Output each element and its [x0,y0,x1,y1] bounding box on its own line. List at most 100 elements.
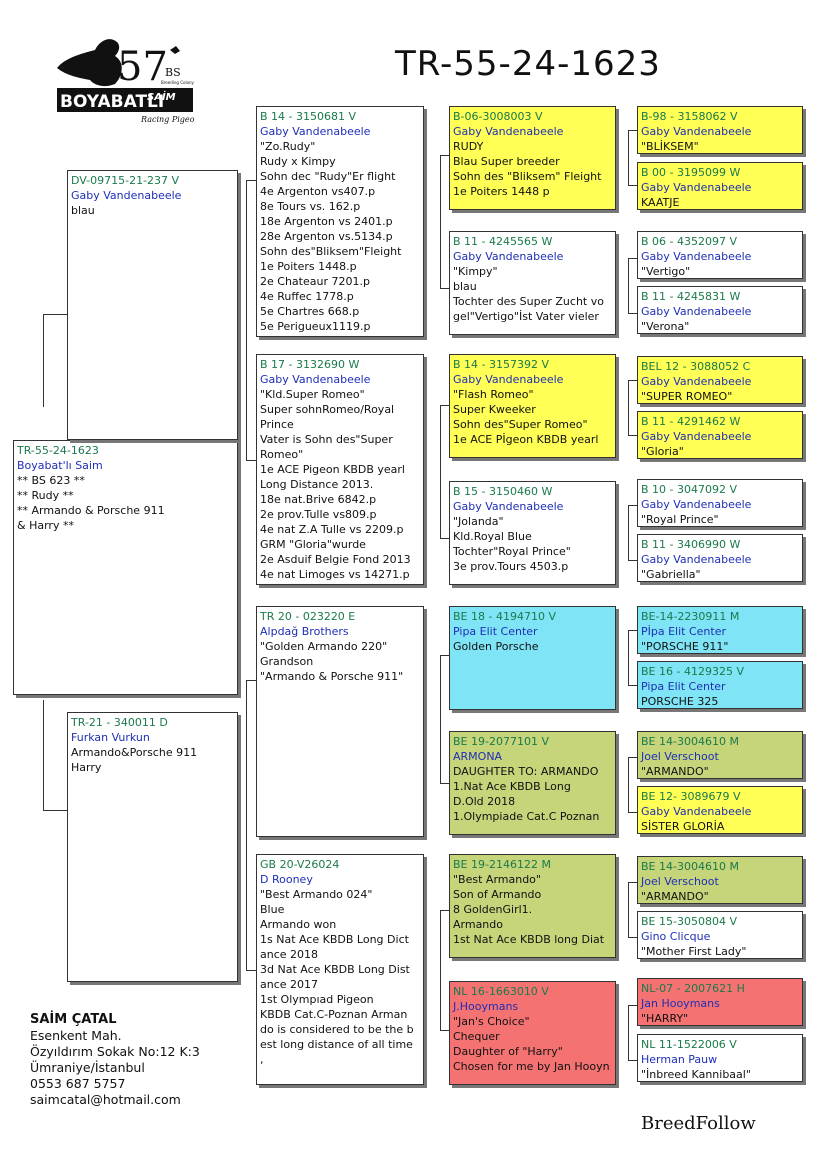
pigeon-card-g6[interactable]: B 11 - 4291462 W Gaby Vandenabeele "Glor… [637,411,803,459]
pigeon-card-ssd[interactable]: B 11 - 4245565 W Gaby Vandenabeele "Kimp… [449,231,616,335]
note-line: Chosen for me by Jan Hooyn [453,1060,610,1073]
pigeon-card-g1[interactable]: B-98 - 3158062 V Gaby Vandenabeele "BLİK… [637,106,803,154]
connector [440,655,441,783]
pigeon-card-g8[interactable]: B 11 - 3406990 W Gaby Vandenabeele "Gabr… [637,534,803,582]
logo-number: 57 [117,44,168,90]
note-line: Armando&Porsche 911 [71,746,198,759]
connector [246,180,258,181]
note-line: "SUPER ROMEO" [641,390,733,403]
note-line: 1e Poiters 1448.p [260,260,357,273]
connector [628,630,638,631]
note-line: Blau Super breeder [453,155,560,168]
page-title: TR-55-24-1623 [395,44,661,84]
note-line: PORSCHE 325 [641,695,719,708]
connector [440,1030,450,1031]
note-line: Chequer [453,1030,500,1043]
note-line: Sohn des"Bliksem"Fleight [260,245,402,258]
owner-name: ARMONA [453,750,503,763]
note-line: "Kimpy" [453,265,498,278]
owner-name: Gaby Vandenabeele [71,189,182,202]
connector [628,380,629,435]
connector [440,288,450,289]
pigeon-card-g10[interactable]: BE 16 - 4129325 V Pipa Elit Center PORSC… [637,661,803,709]
pigeon-card-g11[interactable]: BE 14-3004610 M Joel Verschoot "ARMANDO" [637,731,803,779]
ring-number: BE 15-3050804 V [641,915,737,928]
note-line: ** Rudy ** [17,489,74,502]
ring-number: B 11 - 4245565 W [453,235,553,248]
note-line: SİSTER GLORİA [641,820,725,833]
pigeon-card-g2[interactable]: B 00 - 3195099 W Gaby Vandenabeele KAATJ… [637,162,803,210]
note-line: 8e Tours vs. 162.p [260,200,361,213]
ring-number: BE 18 - 4194710 V [453,610,556,623]
ring-number: BE-14-2230911 M [641,610,740,623]
ring-number: BE 14-3004610 M [641,860,739,873]
connector [440,155,441,288]
connector [43,700,44,810]
ring-number: NL 11-1522006 V [641,1038,737,1051]
pigeon-card-g13[interactable]: BE 14-3004610 M Joel Verschoot "ARMANDO" [637,856,803,904]
owner-name: Gaby Vandenabeele [453,250,564,263]
note-line: "Gabriella" [641,568,701,581]
contact-line: Ümraniye/İstanbul [30,1060,145,1075]
note-line: "Mother First Lady" [641,945,747,958]
note-line: "Vertigo" [641,265,691,278]
note-line: Long Distance 2013. [260,478,374,491]
pigeon-card-dam[interactable]: TR-21 - 340011 D Furkan Vurkun Armando&P… [67,712,238,982]
pigeon-card-sss[interactable]: B-06-3008003 V Gaby Vandenabeele RUDY Bl… [449,106,616,210]
note-line: "İnbreed Kannibaal" [641,1068,751,1081]
pigeon-card-g3[interactable]: B 06 - 4352097 V Gaby Vandenabeele "Vert… [637,231,803,279]
connector [246,970,258,971]
note-line: 5e Perigueux1119.p [260,320,371,333]
contact-phone: 0553 687 5757 [30,1076,126,1091]
connector [628,130,629,185]
connector [246,680,258,681]
ring-number: B 14 - 3157392 V [453,358,550,371]
pigeon-card-ss[interactable]: B 14 - 3150681 V Gaby Vandenabeele "Zo.R… [256,106,424,337]
ring-number: B-98 - 3158062 V [641,110,738,123]
connector [246,460,258,461]
ring-number: BE 14-3004610 M [641,735,739,748]
ring-number: B 15 - 3150460 W [453,485,553,498]
connector [628,685,638,686]
connector [628,812,638,813]
connector [628,757,638,758]
pigeon-card-g9[interactable]: BE-14-2230911 M Pİpa Elit Center "PORSCH… [637,606,803,654]
note-line: 1e ACE Pigeon KBDB yearl [260,463,405,476]
pigeon-card-g12[interactable]: BE 12- 3089679 V Gaby Vandenabeele SİSTE… [637,786,803,834]
connector [628,505,638,506]
note-line: Romeo" [260,448,304,461]
pigeon-card-sdd[interactable]: B 15 - 3150460 W Gaby Vandenabeele "Jola… [449,481,616,585]
pigeon-card-ddd[interactable]: NL 16-1663010 V J.Hooymans "Jan's Choice… [449,981,616,1085]
connector [628,505,629,560]
note-line: , [260,1053,264,1066]
owner-name: Gaby Vandenabeele [641,553,752,566]
note-line: "Golden Armando 220" [260,640,388,653]
pigeon-card-sd[interactable]: B 17 - 3132690 W Gaby Vandenabeele "Kld.… [256,354,424,585]
owner-name: Gino Clicque [641,930,711,943]
pigeon-card-g15[interactable]: NL-07 - 2007621 H Jan Hooymans "HARRY" [637,978,803,1026]
note-line: 8 GoldenGirl1. [453,903,533,916]
ring-number: TR 20 - 023220 E [260,610,356,623]
pigeon-card-sds[interactable]: B 14 - 3157392 V Gaby Vandenabeele "Flas… [449,354,616,458]
pigeon-card-g5[interactable]: BEL 12 - 3088052 C Gaby Vandenabeele "SU… [637,356,803,404]
pigeon-card-dsd[interactable]: BE 19-2077101 V ARMONA DAUGHTER TO: ARMA… [449,731,616,835]
connector [628,313,638,314]
connector [628,882,638,883]
pigeon-card-g4[interactable]: B 11 - 4245831 W Gaby Vandenabeele "Vero… [637,286,803,334]
pigeon-card-sire[interactable]: DV-09715-21-237 V Gaby Vandenabeele blau [67,170,238,440]
connector [628,1005,629,1060]
ring-number: BE 19-2077101 V [453,735,549,748]
connector [628,185,638,186]
note-line: RUDY [453,140,484,153]
pigeon-card-dd[interactable]: GB 20-V26024 D Rooney "Best Armando 024"… [256,854,424,1085]
pigeon-card-g7[interactable]: B 10 - 3047092 V Gaby Vandenabeele "Roya… [637,479,803,527]
pigeon-card-dds[interactable]: BE 19-2146122 M "Best Armando" Son of Ar… [449,854,616,958]
pigeon-card-g16[interactable]: NL 11-1522006 V Herman Pauw "İnbreed Kan… [637,1034,803,1082]
connector [628,560,638,561]
pigeon-card-dss[interactable]: BE 18 - 4194710 V Pipa Elit Center Golde… [449,606,616,710]
note-line: 18e nat.Brive 6842.p [260,493,377,506]
pigeon-card-ds[interactable]: TR 20 - 023220 E Alpdağ Brothers "Golden… [256,606,424,837]
pigeon-card-subject[interactable]: TR-55-24-1623 Boyabat'lı Saim ** BS 623 … [13,440,238,695]
pigeon-card-g14[interactable]: BE 15-3050804 V Gino Clicque "Mother Fir… [637,911,803,959]
logo-bs: BS [165,66,181,79]
